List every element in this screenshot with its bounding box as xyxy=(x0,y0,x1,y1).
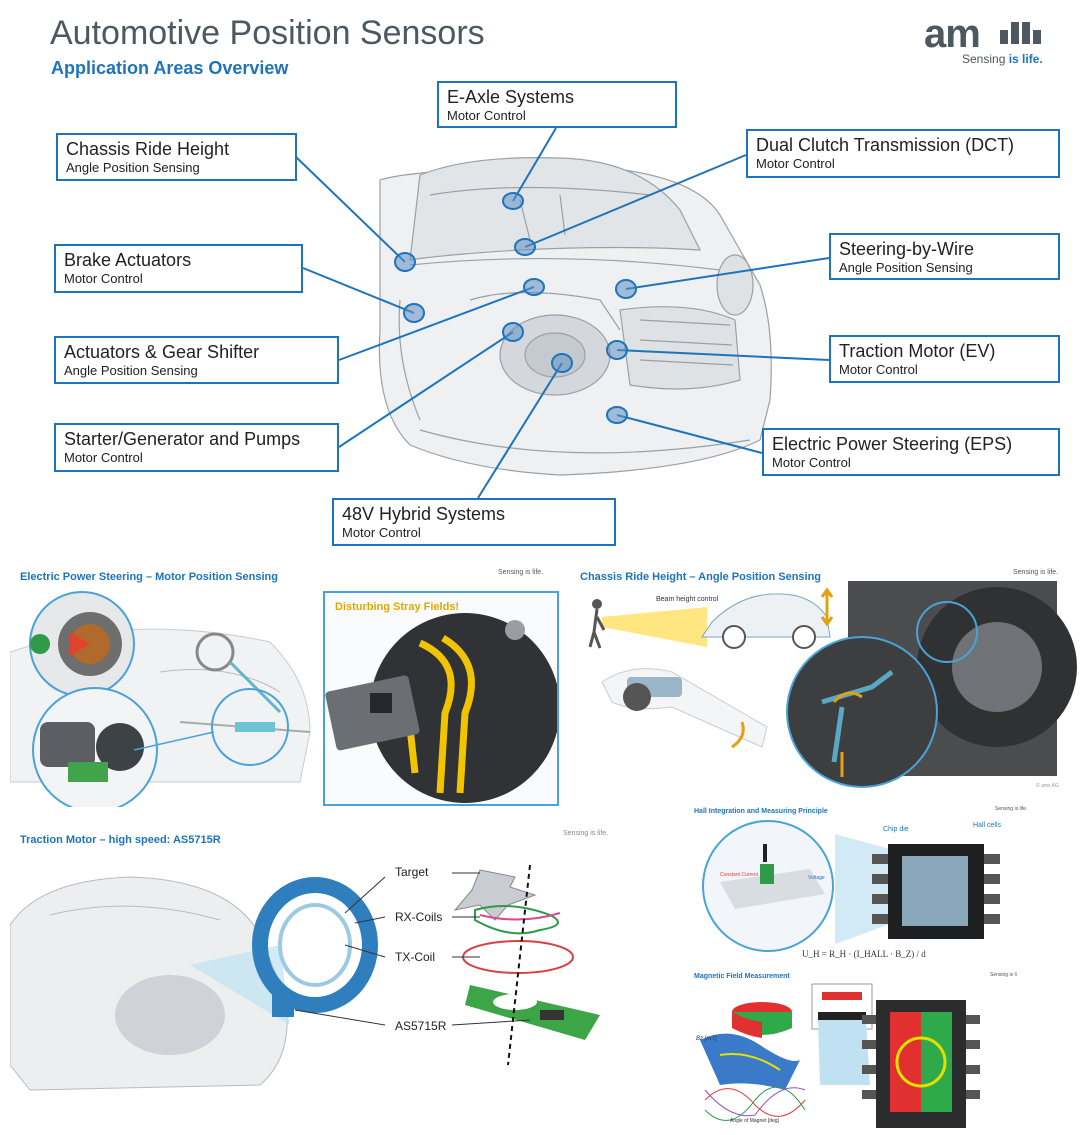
callout-electric-power-steering: Electric Power Steering (EPS)Motor Contr… xyxy=(762,428,1060,476)
slide-chassis-tag: Sensing is life. xyxy=(1013,569,1059,576)
traction-illustration xyxy=(10,864,600,1091)
eps-illustration xyxy=(10,591,311,807)
magnetic-illustration xyxy=(700,983,980,1128)
label-as5715r: AS5715R xyxy=(395,1019,447,1033)
label-target: Target xyxy=(395,865,429,879)
chip-die-label: Chip die xyxy=(883,826,909,833)
slide-traction-title: Traction Motor – high speed: AS5715R xyxy=(20,834,221,846)
sensor-markers xyxy=(394,192,637,424)
hall-illustration xyxy=(702,820,1000,952)
slide-eps: Electric Power Steering – Motor Position… xyxy=(10,562,570,807)
stray-fields-box: Disturbing Stray Fields! xyxy=(323,591,559,806)
chassis-footer: © ams AG xyxy=(1036,783,1059,789)
leader-lines xyxy=(295,127,830,499)
slide-eps-tag: Sensing is life. xyxy=(498,569,544,576)
slide-hall-title: Hall Integration and Measuring Principle xyxy=(694,808,828,815)
slide-magnetic: Magnetic Field Measurement Sensing is li… xyxy=(690,970,1035,1130)
label-rx-coils: RX-Coils xyxy=(395,910,443,924)
slide-eps-title: Electric Power Steering – Motor Position… xyxy=(20,571,278,583)
logo-wordmark: am xyxy=(924,12,981,56)
callout-dual-clutch-transmission: Dual Clutch Transmission (DCT)Motor Cont… xyxy=(746,129,1060,178)
ams-logo: am Sensing is life. xyxy=(924,12,1054,70)
beam-height-label: Beam height control xyxy=(656,596,719,603)
page-title: Automotive Position Sensors xyxy=(50,14,485,52)
logo-tagline: Sensing is life. xyxy=(962,52,1043,66)
slide-chassis-title: Chassis Ride Height – Angle Position Sen… xyxy=(580,571,822,583)
slide-magnetic-tag: Sensing is li xyxy=(990,972,1017,978)
callout-traction-motor-ev: Traction Motor (EV)Motor Control xyxy=(829,335,1060,383)
label-tx-coil: TX-Coil xyxy=(395,950,436,964)
chassis-illustration xyxy=(588,581,1077,788)
car-diagram xyxy=(295,127,830,499)
slide-traction-tag: Sensing is life. xyxy=(563,830,609,837)
slide-magnetic-title: Magnetic Field Measurement xyxy=(694,973,790,980)
logo-bars-icon xyxy=(1000,22,1044,44)
slide-hall: Hall Integration and Measuring Principle… xyxy=(690,804,1035,969)
slide-traction: Traction Motor – high speed: AS5715R Sen… xyxy=(10,825,620,1110)
stray-fields-illustration xyxy=(325,613,557,803)
hall-formula: U_H = R_H · (I_HALL · B_Z) / d xyxy=(802,949,926,959)
angle-axis-label: Angle of Magnet [deg] xyxy=(730,1118,779,1124)
slide-hall-tag: Sensing is life. xyxy=(995,806,1028,812)
page-subtitle: Application Areas Overview xyxy=(51,58,289,78)
voltage-label: Voltage xyxy=(808,875,825,881)
hall-cells-label: Hall cells xyxy=(973,822,1002,829)
constant-current-label: Constant Current xyxy=(720,872,759,878)
slide-chassis: Chassis Ride Height – Angle Position Sen… xyxy=(572,562,1077,807)
bz-axis-label: Bz [mT] xyxy=(696,1036,717,1042)
car-illustration xyxy=(378,157,772,476)
stray-fields-label: Disturbing Stray Fields! xyxy=(335,601,460,613)
